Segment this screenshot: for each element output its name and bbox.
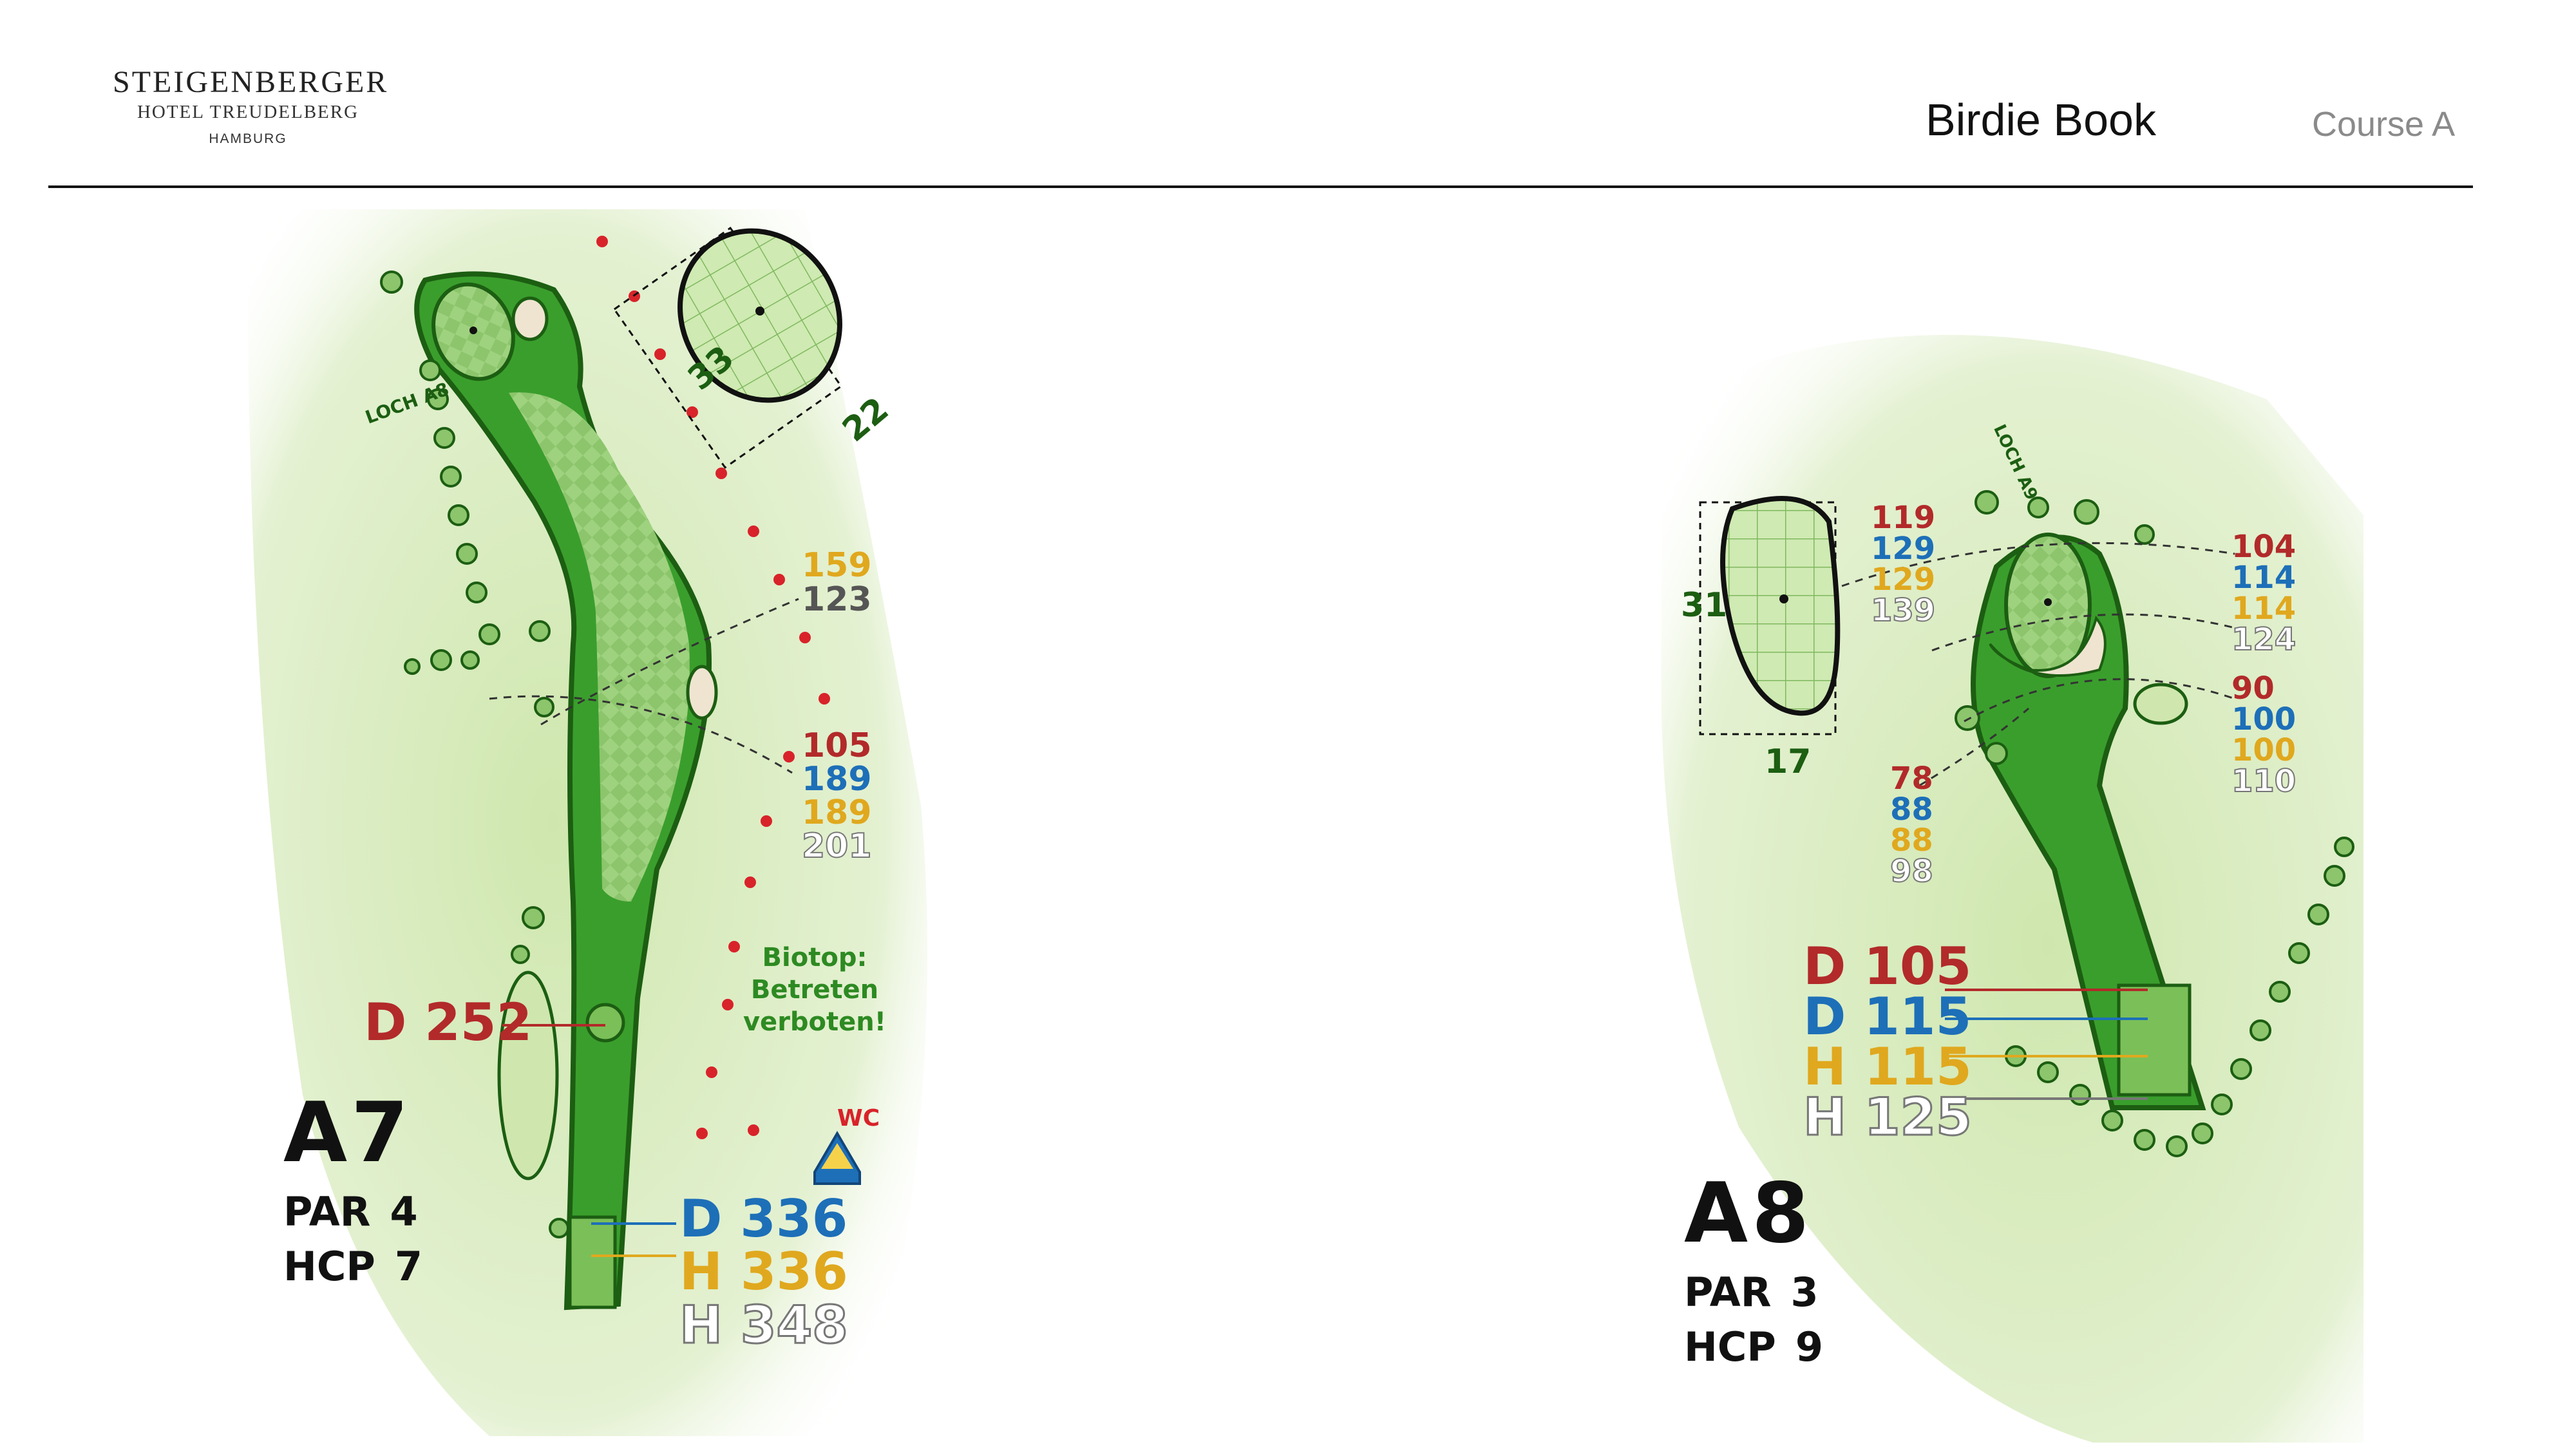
a8-dist-98: 98 [1890,853,1933,889]
a8-trees [1955,490,2354,1157]
page-title: Birdie Book [1926,95,2156,145]
logo-hotel: HOTEL TREUDELBERG [137,102,359,122]
a8-dist-104: 104 [2231,529,2296,565]
a8-dist-78: 78 [1890,761,1933,797]
a8-dist-88-yellow: 88 [1890,822,1933,858]
a7-arc-2 [489,695,793,774]
hole-a7-title: A7 [283,1085,413,1181]
a7-arc-1 [540,598,799,726]
a7-tee-h348: H 348 [679,1295,848,1355]
a7-wc-label: WC [837,1105,880,1132]
a8-tee-h125: H 125 [1803,1087,1972,1147]
course-label: Course A [2312,105,2456,144]
logo-brand: STEIGENBERGER [113,65,389,99]
a8-green-width: 17 [1765,743,1811,781]
a7-tee-d252: D 252 [364,992,532,1052]
a8-green-detail [1699,496,1841,735]
hole-a8-map [1661,335,2363,1443]
hole-a8-title: A8 [1684,1166,1814,1262]
a8-dist-114-blue: 114 [2231,560,2296,596]
a7-note-line-1: Biotop: [762,943,867,972]
a7-green-detail [612,226,843,469]
a7-bunker-2 [686,665,718,720]
a8-pin [2044,598,2052,606]
a7-dist-189-blue: 189 [802,760,872,799]
a7-tee-h336: H 336 [679,1242,848,1302]
a7-dist-201: 201 [802,827,872,866]
a8-arc-2 [1931,613,2235,652]
a8-arc-1 [1841,542,2235,587]
a7-bunker-1 [511,296,549,341]
a8-dist-100-blue: 100 [2231,701,2296,737]
a7-dist-159: 159 [802,546,872,585]
a8-dist-90: 90 [2231,670,2275,706]
a7-dist-123: 123 [802,580,872,619]
logo-city: HAMBURG [209,131,287,146]
a7-note-line-2: Betreten [751,975,878,1005]
a7-pin [469,327,477,334]
header-divider [48,185,2473,188]
a7-tee-d336: D 336 [679,1189,848,1249]
a8-pond [2133,683,2188,725]
a8-dist-124: 124 [2231,621,2296,658]
a8-tee-h115: H 115 [1803,1037,1972,1097]
a7-dist-105: 105 [802,726,872,765]
a8-dist-88-blue: 88 [1890,791,1933,828]
a8-tee-d115: D 115 [1803,987,1971,1046]
a7-trees [380,270,569,1238]
a8-dist-129-blue: 129 [1871,531,1935,567]
a8-bunker [1989,615,2107,677]
hole-a7-map [247,209,928,1436]
a8-arc-4 [1918,707,2029,787]
a8-tee-box [2117,983,2192,1097]
a7-dist-189-yellow: 189 [802,793,872,832]
a8-dist-119: 119 [1871,500,1935,536]
a8-dist-114-yellow: 114 [2231,591,2296,627]
wc-icon [813,1131,861,1185]
a8-dist-139: 139 [1871,592,1935,629]
a8-green-depth: 31 [1681,586,1727,625]
a7-fairway-pattern [509,392,690,902]
a8-dist-129-yellow: 129 [1871,562,1935,598]
a8-tee-d105: D 105 [1803,936,1971,996]
a7-note-line-3: verboten! [743,1007,886,1037]
a7-fairway-bunker [585,1003,625,1043]
a7-tee-box [568,1215,617,1309]
a8-dist-110: 110 [2231,763,2296,799]
a8-dist-100-yellow: 100 [2231,732,2296,768]
